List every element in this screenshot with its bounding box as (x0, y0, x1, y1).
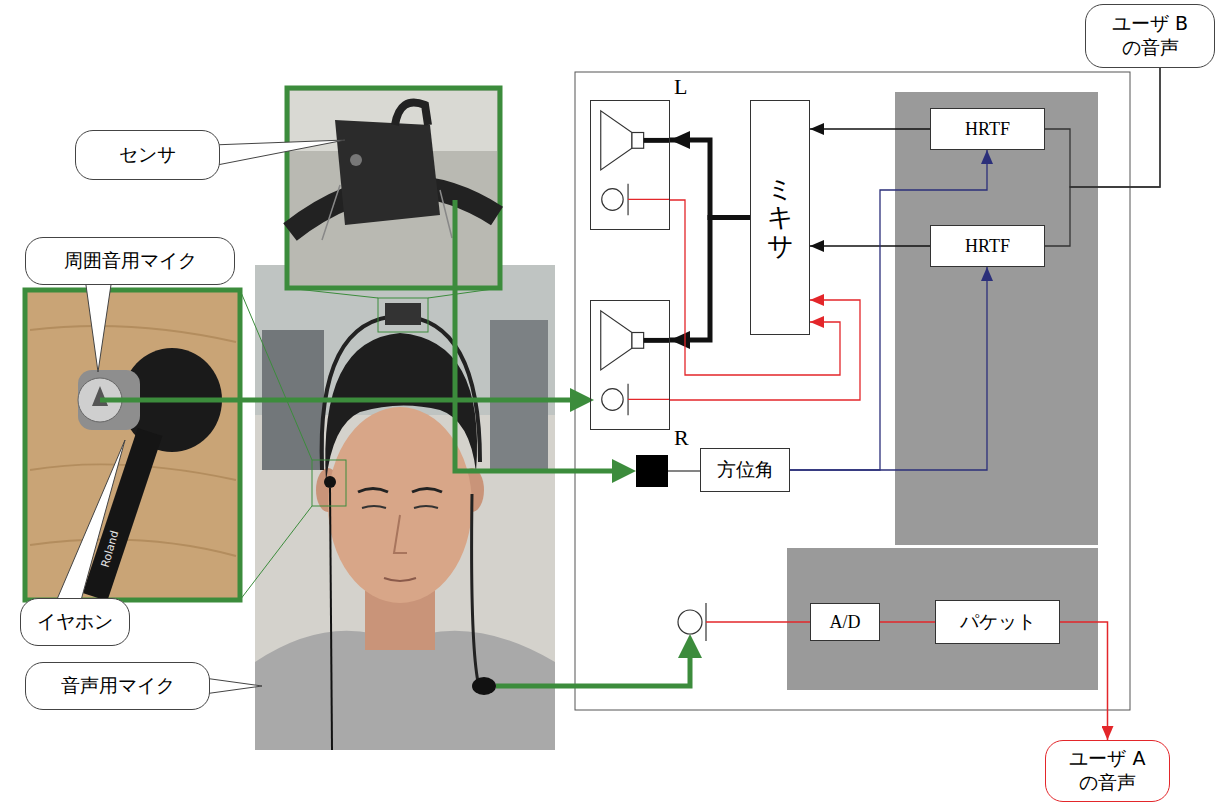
node-text: 周囲音用マイク (64, 249, 197, 273)
mouth (384, 578, 416, 581)
leader-line (240, 290, 312, 600)
speaker-magnet (632, 133, 644, 149)
callout-label: イヤホン (20, 598, 130, 646)
sensor-body (335, 120, 440, 225)
node-text: 音声用マイク (61, 674, 175, 698)
signal-connector (1060, 622, 1108, 740)
sensor-photo (287, 88, 500, 288)
green-arrow (100, 398, 571, 403)
node-text: HRTF (965, 235, 1010, 258)
speaker-wire (644, 338, 669, 343)
transmit-region (787, 548, 1098, 690)
node-text: A/D (830, 611, 861, 634)
node-text: パケット (960, 610, 1036, 634)
mic-symbol (678, 610, 702, 634)
callout-tail (85, 278, 112, 372)
speaker-cone (601, 111, 632, 170)
chair (490, 320, 548, 470)
callout-tail (212, 140, 345, 166)
mic-symbol (602, 189, 623, 211)
eye (362, 506, 386, 508)
process-box: 方位角 (700, 448, 790, 492)
node-text: ユーザ A の音声 (1068, 747, 1148, 795)
speech-callout: ユーザ B の音声 (1085, 4, 1215, 68)
eyebrow (412, 489, 442, 493)
speaker-icon (591, 101, 669, 229)
eyebrow (358, 489, 388, 493)
sensor-input (636, 455, 668, 487)
callout-tail (204, 678, 262, 694)
process-box: HRTF (930, 225, 1045, 267)
processing-region (895, 92, 1098, 545)
nose (394, 515, 407, 553)
sensor-wire (322, 185, 452, 240)
green-arrowhead (678, 634, 702, 658)
green-arrow (496, 657, 690, 686)
ear-highlight (312, 460, 346, 506)
signal-connector (1045, 68, 1160, 246)
signal-connector (670, 218, 750, 341)
speaker-unit: R (590, 300, 670, 430)
speaker-icon (591, 301, 669, 429)
sensor-highlight (378, 298, 428, 332)
eye (414, 506, 438, 508)
channel-label: L (674, 76, 687, 98)
speaker-magnet (632, 333, 644, 349)
green-arrowhead (612, 459, 636, 483)
callout-tail (55, 440, 125, 604)
sensor-loop (395, 103, 428, 126)
photo-background (255, 265, 555, 750)
node-text: センサ (119, 143, 176, 167)
sensor-hole (350, 154, 362, 166)
node-text: イヤホン (37, 610, 113, 634)
speaker-wire (644, 138, 669, 143)
speaker-cone (601, 311, 632, 370)
signal-connector (790, 150, 987, 470)
mixer-box: ミキサ (750, 100, 810, 335)
mic-symbol (602, 389, 623, 411)
signal-connector (670, 140, 750, 218)
callout-label: 周囲音用マイク (25, 237, 235, 285)
signal-wire (706, 621, 810, 623)
node-text: HRTF (965, 118, 1010, 141)
signal-wire (628, 199, 669, 200)
connectors (670, 68, 1160, 740)
process-box: A/D (810, 603, 880, 641)
system-frame (575, 72, 1130, 710)
brand-logo: Roland (99, 529, 122, 569)
signal-connector (810, 245, 930, 246)
callout-label: センサ (75, 130, 220, 180)
earphone-photo (25, 290, 240, 600)
callout-label: 音声用マイク (25, 662, 210, 710)
ambient-mic-grille (92, 386, 108, 406)
signal-connector (1045, 68, 1160, 187)
speech-callout: ユーザ A の音声 (1045, 740, 1170, 802)
signal-wire (628, 399, 669, 400)
wood-grain (30, 326, 236, 342)
signal-connector (790, 267, 987, 470)
process-box: パケット (935, 600, 1060, 644)
speaker-unit: L (590, 100, 670, 230)
node-text: 方位角 (717, 458, 774, 482)
signal-wire (668, 470, 700, 471)
mic-boom (472, 494, 478, 682)
node-text: ミキサ (767, 175, 793, 261)
headset-mic (472, 677, 496, 695)
channel-label: R (674, 427, 689, 449)
face (328, 407, 472, 603)
leader-line (287, 288, 500, 298)
ear-earphone (324, 476, 336, 488)
signal-connector (880, 621, 935, 623)
earphone-cable (330, 488, 332, 750)
process-box: HRTF (930, 108, 1045, 150)
signal-connector (810, 128, 930, 129)
wood-grain (30, 540, 236, 556)
node-text: ユーザ B の音声 (1110, 12, 1190, 60)
head-sensor (385, 303, 421, 325)
